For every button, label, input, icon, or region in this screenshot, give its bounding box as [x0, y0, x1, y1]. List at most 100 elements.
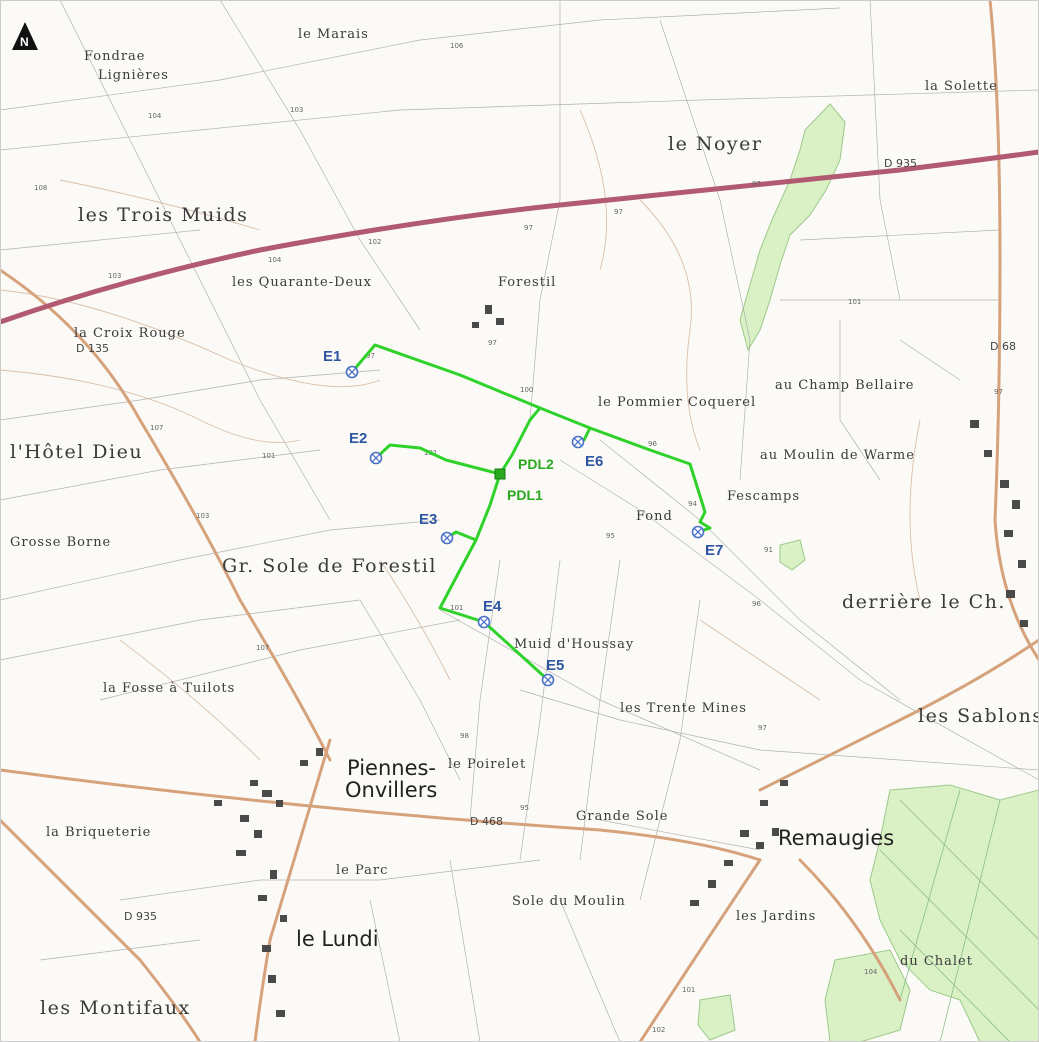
road-piennes-south — [253, 738, 332, 1042]
place-les-montifaux: les Montifaux — [40, 997, 191, 1019]
place-la-croix-rouge: la Croix Rouge — [74, 326, 186, 341]
svg-text:103: 103 — [196, 512, 209, 520]
place-muid-d-houssay: Muid d'Houssay — [514, 637, 634, 652]
svg-text:97: 97 — [614, 208, 623, 216]
road-d68 — [988, 0, 1039, 662]
road-remaugies-se — [798, 858, 902, 1002]
svg-text:101: 101 — [682, 986, 695, 994]
north-arrow-letter: N — [20, 35, 29, 49]
cable-e2-to-pdl — [374, 443, 502, 476]
place-sole-du-moulin: Sole du Moulin — [512, 894, 626, 909]
forest-small-patch — [779, 539, 806, 571]
forest-east-strip — [739, 103, 846, 352]
svg-text:104: 104 — [268, 256, 282, 264]
turbine-e4[interactable]: E4 — [477, 598, 503, 629]
place-la-briqueterie: la Briqueterie — [46, 825, 151, 840]
svg-text:96: 96 — [752, 600, 761, 608]
svg-text:108: 108 — [34, 184, 47, 192]
turbine-e3[interactable]: E3 — [419, 511, 454, 545]
place-fond: Fond — [636, 509, 673, 524]
svg-text:100: 100 — [520, 386, 533, 394]
place-le-poirelet: le Poirelet — [448, 757, 526, 772]
turbine-icon-cross-b — [347, 367, 357, 377]
turbine-e6[interactable]: E6 — [571, 435, 604, 471]
road-label-d468: D 468 — [470, 815, 503, 828]
svg-text:101: 101 — [450, 604, 463, 612]
road-d135 — [0, 268, 332, 762]
turbine-label-e3: E3 — [419, 511, 437, 528]
place-le-marais: le Marais — [298, 27, 369, 42]
svg-text:97: 97 — [488, 339, 497, 347]
turbine-label-e2: E2 — [349, 430, 367, 447]
place-grosse-borne: Grosse Borne — [10, 535, 111, 550]
svg-text:91: 91 — [764, 546, 773, 554]
svg-text:95: 95 — [606, 532, 615, 540]
turbine-icon-cross-b — [371, 453, 381, 463]
place-derriere-le-ch: derrière le Ch. — [842, 591, 1006, 613]
turbine-icon-cross-b — [543, 675, 553, 685]
svg-text:97: 97 — [758, 724, 767, 732]
forest-areas — [697, 103, 1039, 1042]
turbine-label-e1: E1 — [323, 348, 341, 365]
built-areas — [214, 305, 1028, 1017]
turbine-e2[interactable]: E2 — [349, 430, 383, 465]
road-label-d135: D 135 — [76, 342, 109, 355]
svg-text:97: 97 — [994, 388, 1003, 396]
place-forestil: Forestil — [498, 275, 556, 290]
svg-text:107: 107 — [256, 644, 269, 652]
pdl-square — [494, 468, 506, 480]
road-label-d935-south: D 935 — [124, 910, 157, 923]
road-southwest — [0, 818, 202, 1042]
turbine-e5[interactable]: E5 — [541, 657, 565, 687]
svg-text:94: 94 — [688, 500, 697, 508]
road-label-d935: D 935 — [884, 157, 917, 170]
forest-south-patch — [824, 949, 911, 1042]
place-les-jardins: les Jardins — [736, 909, 816, 924]
cable-e1-to-junction — [350, 343, 542, 410]
road-d468 — [0, 768, 762, 862]
place-les-sablons: les Sablons — [918, 705, 1039, 727]
svg-text:107: 107 — [150, 424, 163, 432]
place-du-chalet: du Chalet — [900, 954, 973, 969]
turbine-icon-cross-b — [693, 527, 703, 537]
turbine-e7[interactable]: E7 — [691, 525, 724, 560]
north-arrow-icon — [12, 22, 38, 50]
forest-grid — [879, 789, 1039, 1042]
town-remaugies: Remaugies — [778, 826, 894, 850]
place-au-champ-bellaire: au Champ Bellaire — [775, 378, 914, 393]
place-le-pommier-coquerel: le Pommier Coquerel — [598, 395, 756, 410]
turbine-icon-cross-b — [442, 533, 452, 543]
place-fescamps: Fescamps — [727, 489, 800, 504]
place-les-trente-mines: les Trente Mines — [620, 701, 747, 716]
turbine-e1[interactable]: E1 — [323, 348, 359, 379]
delivery-point-pdl2[interactable]: PDL2 — [518, 456, 554, 472]
svg-text:96: 96 — [648, 440, 657, 448]
svg-text:104: 104 — [148, 112, 162, 120]
town-piennes-line2: Onvillers — [345, 778, 437, 802]
svg-text:95: 95 — [520, 804, 529, 812]
forest-small-patch-2 — [697, 994, 736, 1041]
altitude-marks: 106 104 103 108 102 104 103 97 97 97 101… — [34, 42, 1003, 1034]
turbine-label-e6: E6 — [585, 453, 603, 470]
turbine-label-e4: E4 — [483, 598, 502, 615]
place-au-moulin-de-warme: au Moulin de Warme — [760, 448, 915, 463]
cable-junction-to-e7 — [538, 406, 712, 534]
north-arrow: N — [12, 22, 38, 50]
delivery-point-pdl1[interactable]: PDL1 — [507, 487, 543, 503]
place-lignieres: Lignières — [98, 68, 169, 83]
svg-text:101: 101 — [848, 298, 861, 306]
svg-text:102: 102 — [652, 1026, 665, 1034]
town-le-lundi: le Lundi — [296, 927, 379, 951]
svg-text:97: 97 — [752, 180, 761, 188]
svg-text:102: 102 — [368, 238, 381, 246]
place-grande-sole: Grande Sole — [576, 809, 668, 824]
road-remaugies-s — [638, 858, 762, 1042]
turbine-label-e5: E5 — [546, 657, 564, 674]
